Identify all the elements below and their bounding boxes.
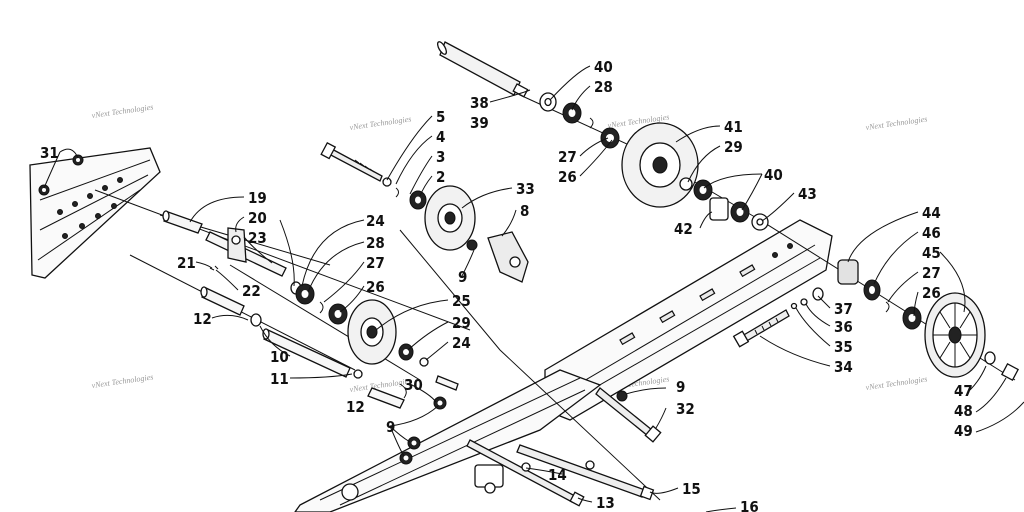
callout-9a: 9 xyxy=(458,268,467,286)
callout-9b: 9 xyxy=(386,418,395,436)
callout-44: 44 xyxy=(922,204,941,222)
callout-39: 39 xyxy=(470,114,489,132)
callout-25: 25 xyxy=(452,292,471,310)
callout-24a: 24 xyxy=(366,212,385,230)
bolt-5 xyxy=(320,141,427,210)
callout-23: 23 xyxy=(248,229,267,247)
callout-27b: 27 xyxy=(558,148,577,166)
watermark: vNext Technologies xyxy=(865,374,928,392)
callout-22: 22 xyxy=(242,282,261,300)
watermark: vNext Technologies xyxy=(91,372,154,390)
callout-49: 49 xyxy=(954,422,973,440)
callout-40a: 40 xyxy=(594,58,613,76)
callout-9c: 9 xyxy=(676,378,685,396)
callout-15: 15 xyxy=(682,480,701,498)
bolt-34 xyxy=(732,309,790,348)
wheel-stack-left xyxy=(290,281,348,325)
callout-29a: 29 xyxy=(452,314,471,332)
callout-16: 16 xyxy=(740,498,759,512)
callout-12b: 12 xyxy=(346,398,365,416)
callout-29b: 29 xyxy=(724,138,743,156)
callout-4: 4 xyxy=(436,128,445,146)
bracket-8 xyxy=(466,231,529,283)
callout-35: 35 xyxy=(834,338,853,356)
callout-26b: 26 xyxy=(558,168,577,186)
callout-32: 32 xyxy=(676,400,695,418)
shafts xyxy=(94,44,1016,501)
callout-labels: 31 19 20 23 21 22 12 10 11 24 28 27 26 5… xyxy=(40,58,973,512)
callout-27a: 27 xyxy=(366,254,385,272)
callout-8: 8 xyxy=(520,202,529,220)
callout-36: 36 xyxy=(834,318,853,336)
shaft-38 xyxy=(436,41,529,98)
callout-20: 20 xyxy=(248,209,267,227)
callout-41: 41 xyxy=(724,118,743,136)
pins-19-20 xyxy=(162,210,287,277)
callout-48: 48 xyxy=(954,402,973,420)
callout-13: 13 xyxy=(596,494,615,512)
callout-47: 47 xyxy=(954,382,973,400)
callout-42: 42 xyxy=(674,220,693,238)
callout-46: 46 xyxy=(922,224,941,242)
lower-rail xyxy=(294,369,602,512)
callout-27c: 27 xyxy=(922,264,941,282)
wheel-33 xyxy=(424,185,476,251)
callout-19: 19 xyxy=(248,189,267,207)
leader-lines xyxy=(43,65,1024,512)
callout-30: 30 xyxy=(404,376,423,394)
watermark: vNext Technologies xyxy=(91,102,154,120)
callout-38: 38 xyxy=(470,94,489,112)
watermark: vNext Technologies xyxy=(349,114,412,132)
right-rail xyxy=(544,219,833,421)
callout-40b: 40 xyxy=(764,166,783,184)
callout-28a: 28 xyxy=(366,234,385,252)
spoked-wheel-45 xyxy=(924,292,1019,381)
callout-34: 34 xyxy=(834,358,853,376)
callout-26a: 26 xyxy=(366,278,385,296)
callout-37: 37 xyxy=(834,300,853,318)
callout-10: 10 xyxy=(270,348,289,366)
tubes xyxy=(200,286,459,409)
wheel-25 xyxy=(347,299,429,367)
callout-3: 3 xyxy=(436,148,445,166)
callout-5: 5 xyxy=(436,108,445,126)
callout-33: 33 xyxy=(516,180,535,198)
callout-2: 2 xyxy=(436,168,445,186)
wheel-stack-right xyxy=(790,259,922,330)
callout-12: 12 xyxy=(193,310,212,328)
callout-28b: 28 xyxy=(594,78,613,96)
callout-11: 11 xyxy=(270,370,289,388)
idler-wheel-41 xyxy=(621,122,699,208)
callout-14: 14 xyxy=(548,466,567,484)
nuts-9 xyxy=(38,154,628,465)
bearing-parts-top xyxy=(539,92,620,149)
bolts-13-15 xyxy=(466,439,655,507)
callout-24b: 24 xyxy=(452,334,471,352)
callout-31: 31 xyxy=(40,144,59,162)
left-rail xyxy=(29,147,161,279)
callout-45: 45 xyxy=(922,244,941,262)
bolt-32 xyxy=(595,387,662,443)
callout-21: 21 xyxy=(177,254,196,272)
callout-26c: 26 xyxy=(922,284,941,302)
watermark: vNext Technologies xyxy=(865,114,928,132)
callout-43: 43 xyxy=(798,185,817,203)
